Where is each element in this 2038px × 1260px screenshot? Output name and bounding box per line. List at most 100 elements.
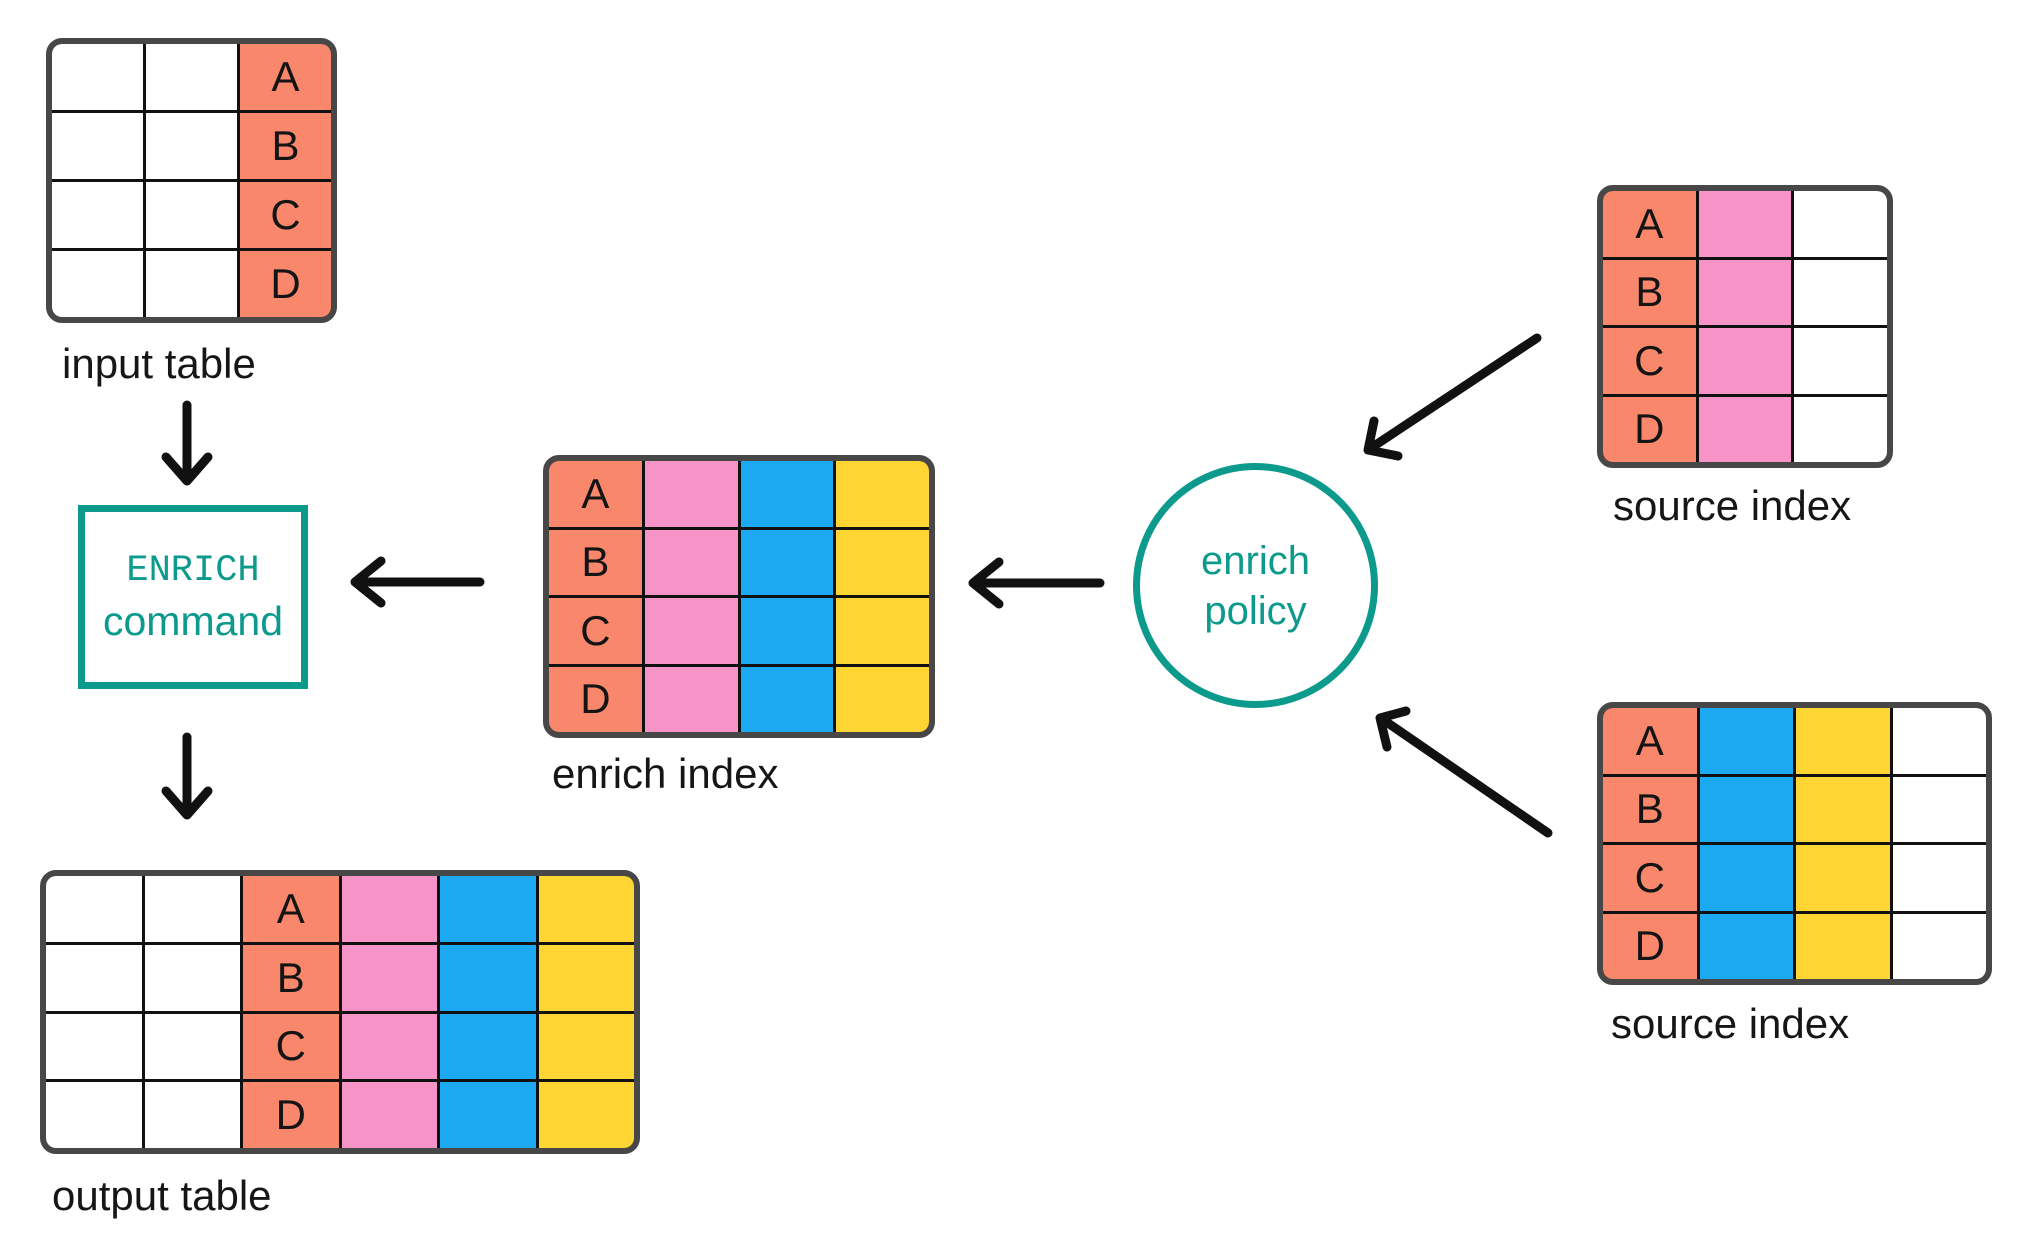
source-index-bottom-label: source index: [1611, 1000, 1850, 1047]
table-cell: [440, 944, 536, 1011]
table-cell: [144, 944, 240, 1011]
table-cell: [146, 182, 237, 248]
table-cell: A: [549, 461, 642, 527]
table-cell: [538, 876, 634, 942]
table-cell: [538, 1082, 634, 1148]
table-cell: B: [549, 529, 642, 595]
table-cell: [440, 1013, 536, 1080]
table-cell: [1698, 259, 1792, 325]
table-cell: [1698, 328, 1792, 394]
table-cell: [1699, 776, 1793, 842]
arrow-source-index-bottom-to-enrich-policy: [1375, 706, 1553, 838]
table-cell: D: [240, 251, 331, 317]
table-cell: [1796, 776, 1890, 842]
table-cell: [1699, 708, 1793, 774]
table-cell: [644, 529, 738, 595]
table-cell: [538, 944, 634, 1011]
table-cell: [538, 1013, 634, 1080]
table-cell: D: [549, 666, 642, 732]
table-cell: [1794, 396, 1887, 462]
table-cell: [46, 876, 142, 942]
table-cell: [1796, 913, 1890, 979]
table-cell: [740, 666, 834, 732]
output-table-label: output table: [52, 1172, 272, 1219]
table-cell: [1698, 191, 1792, 257]
table-cell: [1699, 913, 1793, 979]
table-cell: [1794, 191, 1887, 257]
arrow-input-table-to-enrich-command: [161, 400, 213, 486]
table-cell: [341, 944, 437, 1011]
table-cell: B: [243, 944, 339, 1011]
table-cell: [836, 529, 929, 595]
table-cell: [46, 1082, 142, 1148]
table-cell: [740, 529, 834, 595]
table-cell: [440, 1082, 536, 1148]
input-table-label: input table: [62, 340, 256, 387]
table-cell: [1892, 776, 1986, 842]
table-cell: [146, 113, 237, 179]
table-cell: C: [1603, 845, 1697, 911]
table-cell: A: [1603, 708, 1697, 774]
table-cell: [52, 182, 143, 248]
table-cell: [341, 876, 437, 942]
table-cell: [644, 461, 738, 527]
table-cell: A: [240, 44, 331, 110]
table-cell: [1892, 913, 1986, 979]
table-cell: [46, 1013, 142, 1080]
table-cell: [1892, 845, 1986, 911]
table-cell: [1892, 708, 1986, 774]
table-cell: [144, 1013, 240, 1080]
table-cell: C: [1603, 328, 1696, 394]
enrich-command-line2: command: [102, 597, 283, 644]
table-cell: D: [243, 1082, 339, 1148]
table-cell: [146, 251, 237, 317]
enrich-policy-circle: enrich policy: [1133, 463, 1378, 708]
table-cell: A: [243, 876, 339, 942]
table-cell: [1794, 259, 1887, 325]
table-cell: [644, 598, 738, 664]
table-cell: [52, 251, 143, 317]
table-cell: [1794, 328, 1887, 394]
enrich-command-box: ENRICH command: [78, 505, 308, 689]
table-cell: [146, 44, 237, 110]
table-cell: C: [243, 1013, 339, 1080]
table-cell: D: [1603, 396, 1696, 462]
table-cell: [144, 876, 240, 942]
enrich-policy-line2: policy: [1204, 588, 1307, 633]
table-cell: [836, 666, 929, 732]
table-cell: D: [1603, 913, 1697, 979]
arrow-enrich-command-to-output-table: [161, 732, 213, 820]
table-cell: [740, 598, 834, 664]
table-cell: [836, 598, 929, 664]
enrich-command-line1: ENRICH: [126, 549, 260, 592]
arrow-enrich-index-to-enrich-command: [350, 556, 485, 608]
table-cell: [644, 666, 738, 732]
enrich-index-label: enrich index: [552, 750, 779, 797]
table-cell: [1796, 845, 1890, 911]
table-cell: [52, 44, 143, 110]
table-cell: B: [1603, 776, 1697, 842]
table-cell: [341, 1013, 437, 1080]
arrow-source-index-top-to-enrich-policy: [1363, 333, 1542, 461]
arrow-enrich-policy-to-enrich-index: [968, 557, 1105, 609]
table-cell: [144, 1082, 240, 1148]
table-cell: A: [1603, 191, 1696, 257]
table-cell: [46, 944, 142, 1011]
table-cell: C: [240, 182, 331, 248]
table-cell: [836, 461, 929, 527]
table-cell: B: [1603, 259, 1696, 325]
table-cell: [740, 461, 834, 527]
table-cell: B: [240, 113, 331, 179]
table-cell: [1699, 845, 1793, 911]
table-cell: [1698, 396, 1792, 462]
table-cell: [440, 876, 536, 942]
table-cell: C: [549, 598, 642, 664]
source-index-top-label: source index: [1613, 482, 1852, 529]
